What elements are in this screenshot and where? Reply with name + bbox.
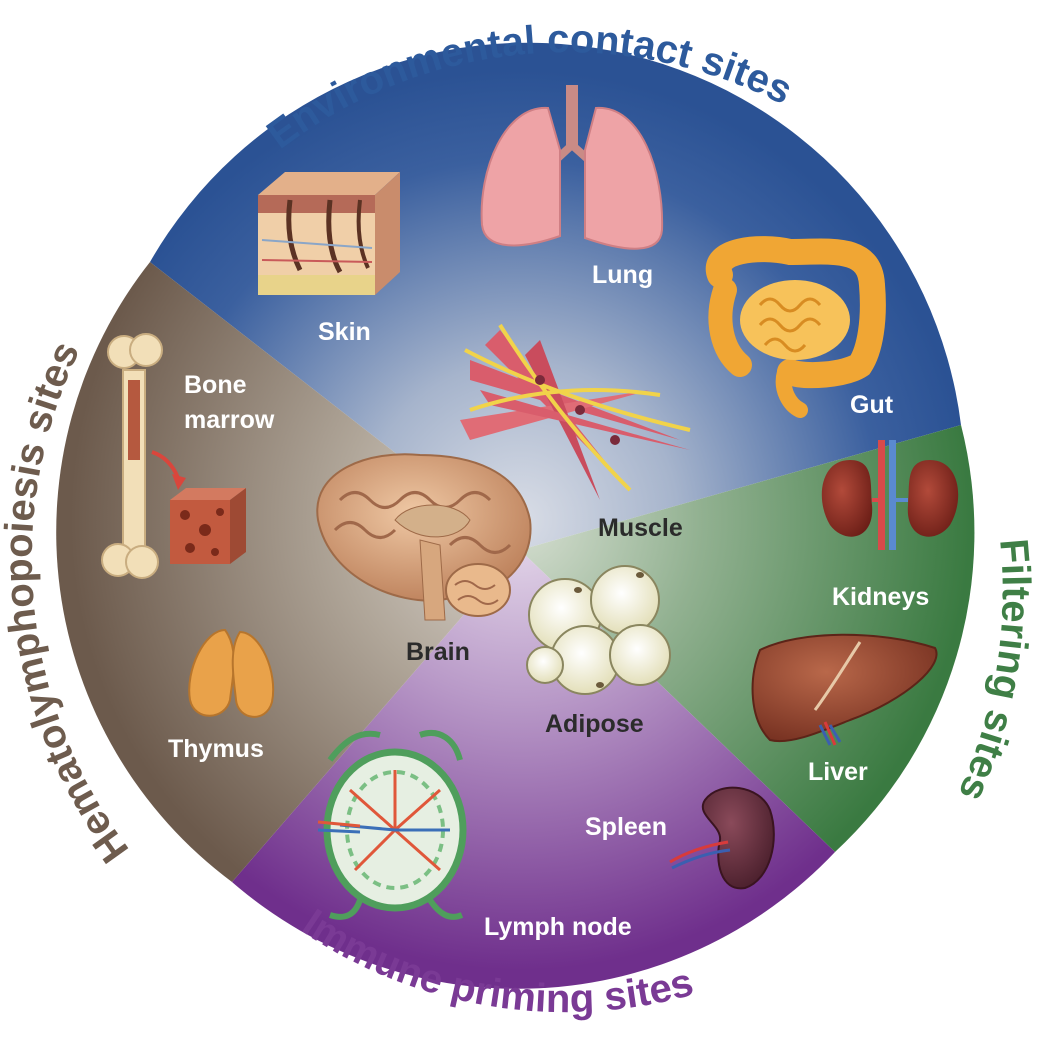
thymus-icon — [188, 628, 275, 718]
label-adipose: Adipose — [545, 710, 644, 738]
label-lymph-node: Lymph node — [484, 913, 632, 941]
label-gut: Gut — [850, 391, 894, 419]
bone-marrow-icon — [170, 488, 246, 564]
label-muscle: Muscle — [598, 514, 683, 542]
sector-environmental — [150, 42, 961, 550]
bone-icon — [101, 333, 186, 579]
label-lung: Lung — [592, 261, 653, 289]
label-thymus: Thymus — [168, 735, 264, 763]
spleen-icon — [669, 786, 775, 890]
adipose-icon — [526, 565, 671, 695]
label-brain: Brain — [406, 638, 470, 666]
muscle-icon — [460, 323, 691, 500]
label-bone-marrow-line1: Bone — [184, 371, 247, 399]
label-bone-marrow-line2: marrow — [184, 406, 275, 434]
liver-icon — [751, 633, 938, 746]
label-kidneys: Kidneys — [832, 583, 929, 611]
brain-icon — [316, 453, 532, 621]
label-liver: Liver — [808, 758, 868, 786]
skin-icon — [258, 172, 400, 295]
label-skin: Skin — [318, 318, 371, 346]
lymph-node-icon — [317, 730, 467, 920]
sector-hemato — [56, 262, 520, 882]
label-spleen: Spleen — [585, 813, 667, 841]
lung-icon — [480, 85, 664, 250]
kidneys-icon — [821, 440, 959, 550]
gut-icon — [705, 236, 886, 418]
